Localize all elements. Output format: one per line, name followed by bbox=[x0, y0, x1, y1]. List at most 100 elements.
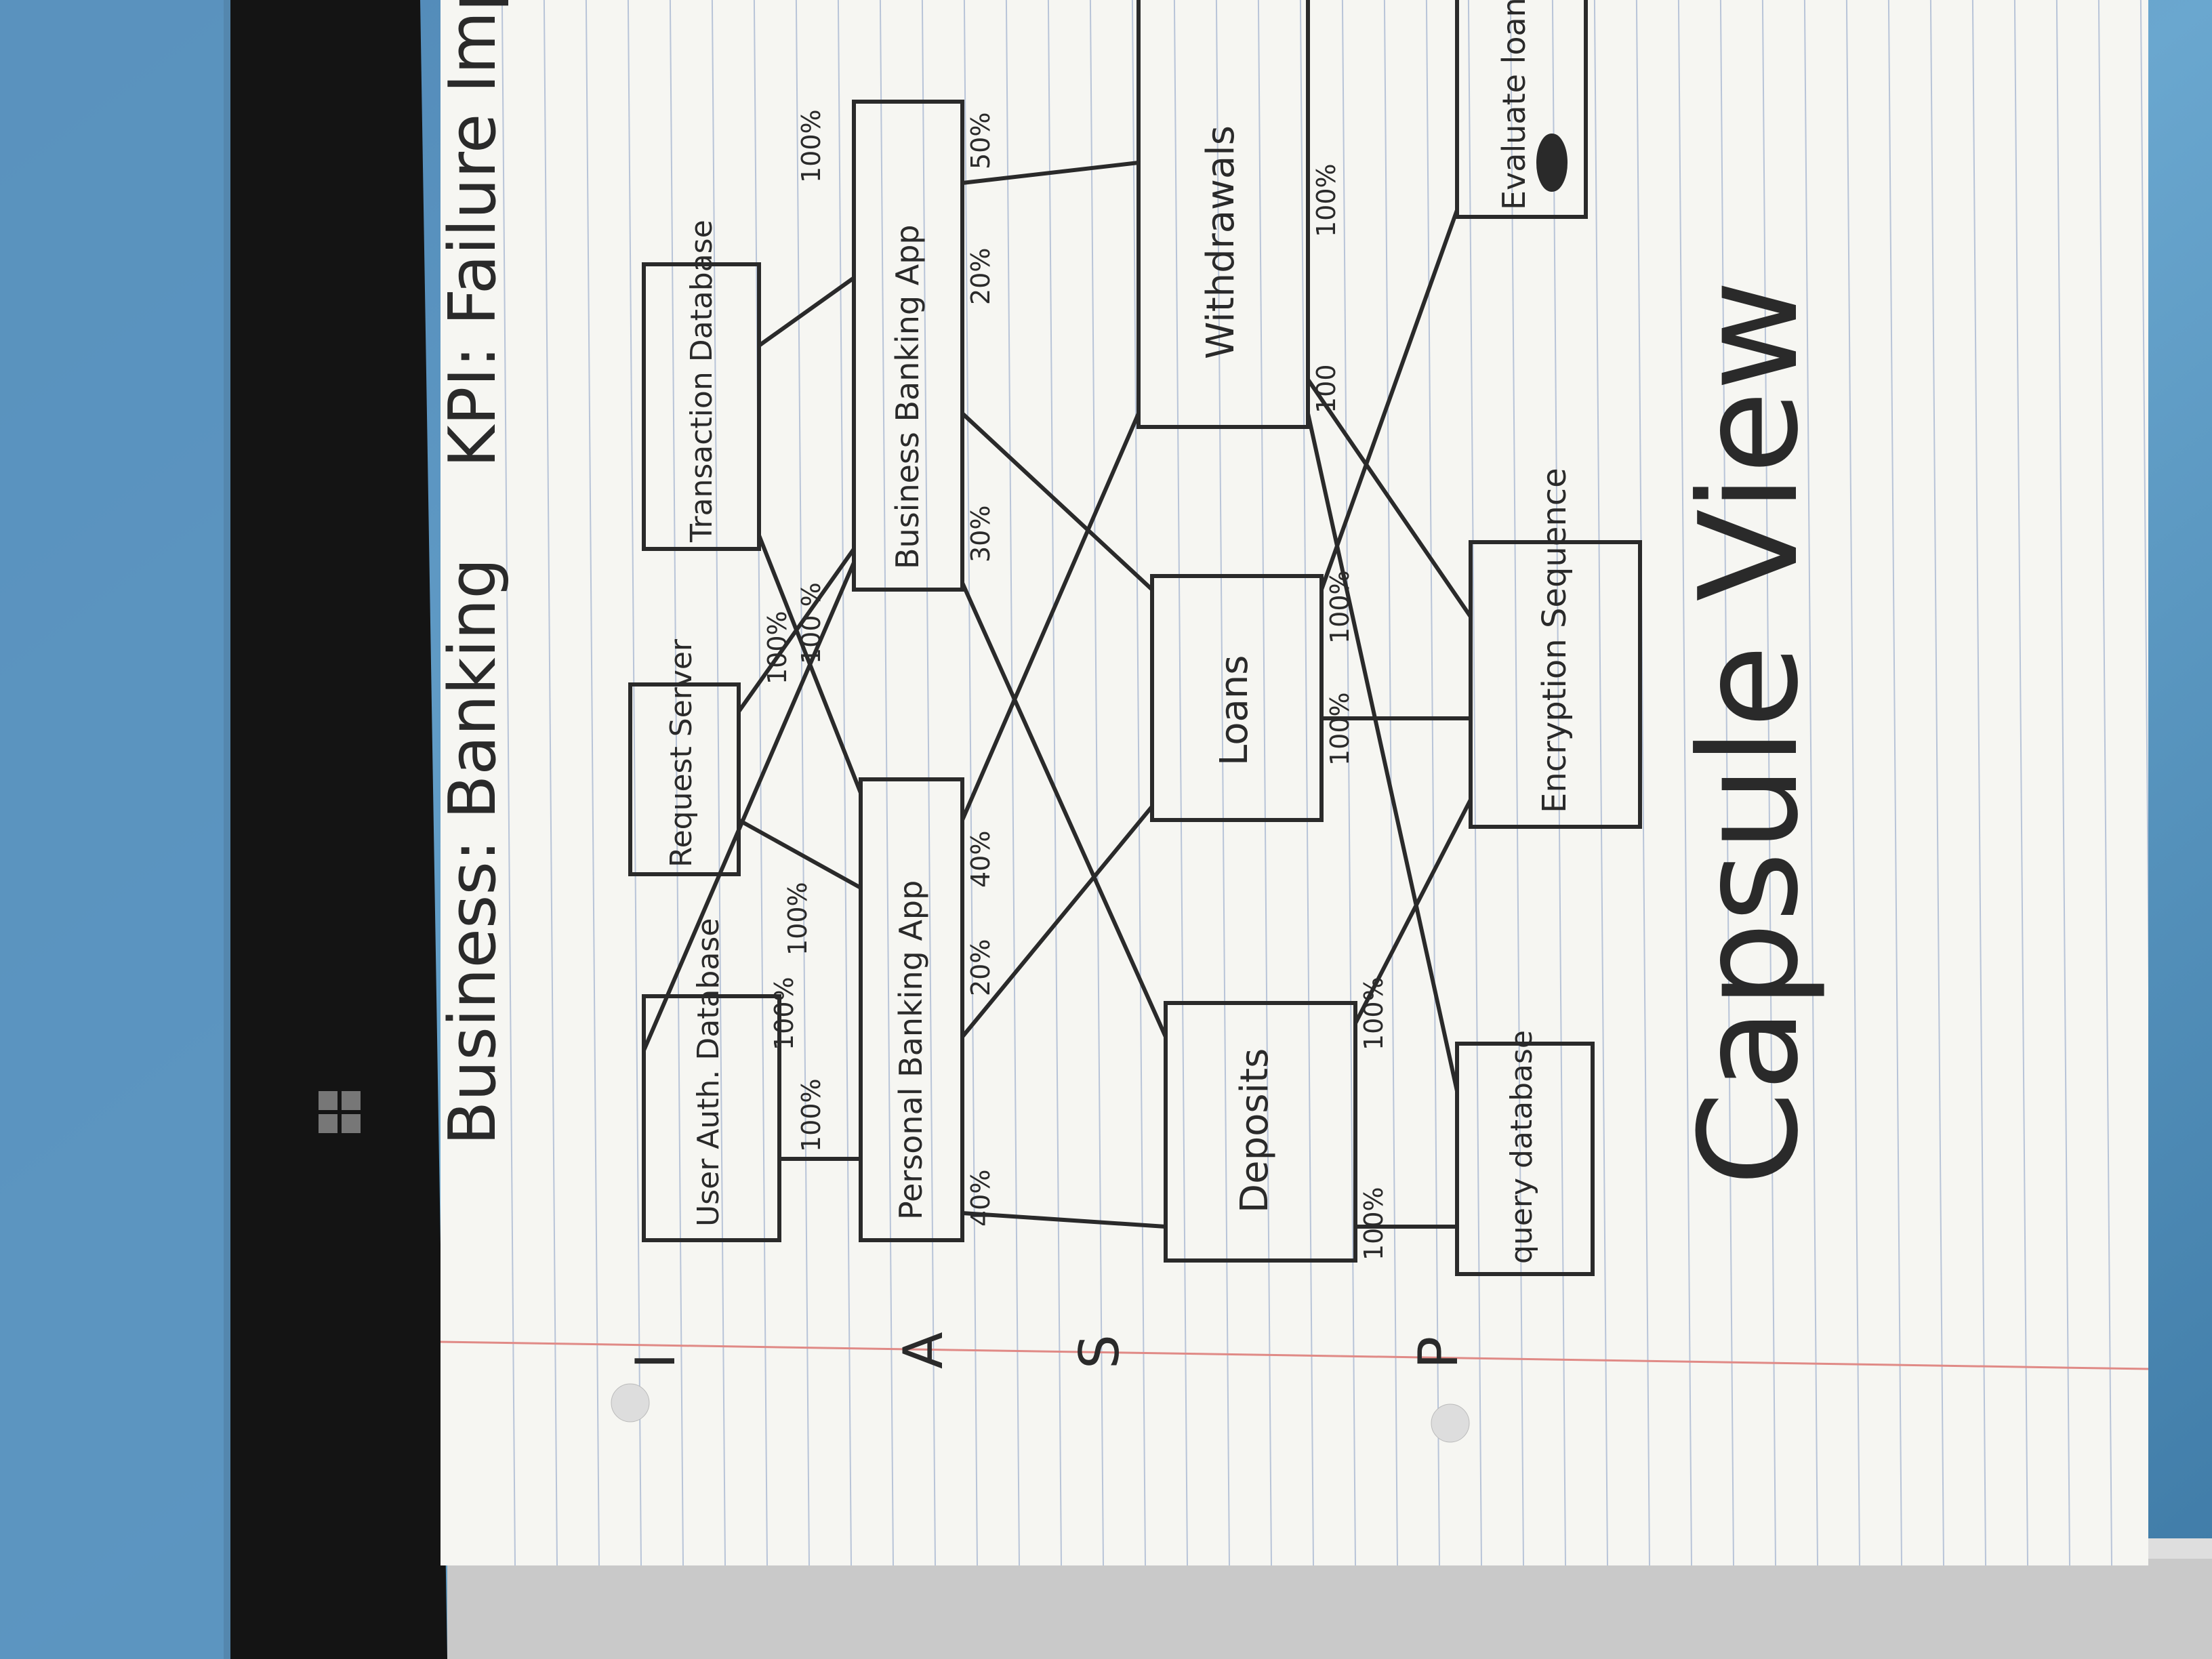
notebook-page-svg: Business: Banking KPI: Failure Impact I … bbox=[436, 0, 2154, 1566]
node-personal-app bbox=[859, 777, 964, 1242]
tablet-bezel bbox=[224, 0, 447, 1659]
node-personal-app-label: Personal Banking App bbox=[893, 880, 929, 1220]
ruled-line bbox=[627, 0, 642, 1566]
margin-line bbox=[440, 1340, 2149, 1370]
node-transaction-db bbox=[642, 262, 761, 551]
node-query-db bbox=[1455, 1042, 1595, 1276]
node-deposits bbox=[1164, 1001, 1357, 1263]
ruled-line bbox=[1929, 0, 1944, 1566]
ruled-line bbox=[1551, 0, 1566, 1566]
diagram-title: Business: Banking bbox=[441, 558, 510, 1145]
ruled-line bbox=[837, 0, 852, 1566]
ruled-line bbox=[1131, 0, 1146, 1566]
ruled-line bbox=[2097, 0, 2112, 1566]
edge-td-bba bbox=[757, 276, 856, 348]
ruled-line bbox=[1257, 0, 1272, 1566]
ruled-line bbox=[1089, 0, 1104, 1566]
edge-label: 40% bbox=[966, 831, 996, 888]
ruled-line bbox=[1425, 0, 1440, 1566]
ruled-line bbox=[2013, 0, 2028, 1566]
edge-label: 100% bbox=[796, 1078, 826, 1152]
layer-label-s: S bbox=[1068, 1334, 1131, 1369]
node-encryption-label: Encryption Sequence bbox=[1536, 468, 1574, 813]
ruled-line bbox=[795, 0, 810, 1566]
edge-enc-wd bbox=[1306, 377, 1473, 619]
node-request-server-label: Request Server bbox=[664, 638, 699, 867]
layer-label-p: P bbox=[1407, 1336, 1470, 1369]
node-withdrawals bbox=[1136, 0, 1310, 429]
ruled-line bbox=[1509, 0, 1524, 1566]
edge-label: 100% bbox=[1359, 977, 1389, 1050]
ruled-line bbox=[1887, 0, 1902, 1566]
edge-label: 100% bbox=[1325, 692, 1355, 766]
node-loans-label: Loans bbox=[1212, 655, 1256, 766]
edge-label: 100 % bbox=[796, 582, 826, 664]
ruled-line bbox=[501, 0, 516, 1566]
edge-uad-bba bbox=[642, 560, 856, 1052]
ruled-line bbox=[879, 0, 894, 1566]
node-withdrawals-label: Withdrawals bbox=[1199, 125, 1243, 359]
edge-wd-pba bbox=[960, 411, 1141, 822]
ruled-lines bbox=[501, 0, 2154, 1566]
ruled-line bbox=[543, 0, 558, 1566]
node-transaction-db-label: Transaction Database bbox=[684, 220, 719, 543]
binder-holes bbox=[611, 1383, 1470, 1443]
ruled-line bbox=[2139, 0, 2154, 1566]
edge-qdb-wd bbox=[1306, 411, 1459, 1093]
ruled-line bbox=[1047, 0, 1062, 1566]
ruled-line bbox=[711, 0, 726, 1566]
ruled-line bbox=[669, 0, 684, 1566]
node-request-server bbox=[628, 682, 741, 876]
edge-dep-bba bbox=[960, 581, 1168, 1039]
ruled-line bbox=[1383, 0, 1398, 1566]
node-evaluate-loans bbox=[1455, 0, 1588, 219]
node-user-auth-db-label: User Auth. Database bbox=[691, 918, 726, 1227]
edge-label: 100 bbox=[1311, 364, 1341, 413]
edge-label: 100% bbox=[1359, 1187, 1389, 1261]
node-query-db-label: query database bbox=[1504, 1030, 1539, 1264]
edge-rs-pba bbox=[737, 818, 863, 890]
layer-label-i: I bbox=[624, 1353, 687, 1369]
node-loans bbox=[1150, 574, 1324, 822]
node-deposits-label: Deposits bbox=[1233, 1048, 1277, 1213]
ruled-line bbox=[963, 0, 978, 1566]
windows-logo-icon bbox=[319, 1091, 361, 1133]
node-business-app bbox=[852, 100, 964, 592]
edge-label: 100% bbox=[762, 611, 792, 684]
ruled-line bbox=[921, 0, 936, 1566]
edge-eval-loans bbox=[1319, 208, 1459, 592]
ruled-line bbox=[1467, 0, 1482, 1566]
ruled-line bbox=[2055, 0, 2070, 1566]
ruled-line bbox=[1803, 0, 1818, 1566]
ruled-line bbox=[1173, 0, 1188, 1566]
edge-label: 100% bbox=[796, 109, 826, 183]
ruled-line bbox=[1005, 0, 1020, 1566]
ruled-line bbox=[1341, 0, 1356, 1566]
ruled-line bbox=[1299, 0, 1314, 1566]
ruled-line bbox=[1845, 0, 1860, 1566]
edge-td-pba bbox=[757, 533, 863, 795]
edge-enc-dep bbox=[1353, 798, 1473, 1025]
edge-label: 20% bbox=[966, 939, 996, 996]
edge-loans-pba bbox=[960, 804, 1154, 1039]
scribble-icon bbox=[1536, 134, 1568, 192]
node-business-app-label: Business Banking App bbox=[889, 224, 926, 569]
edge-label: 100% bbox=[783, 882, 813, 956]
ruled-line bbox=[1635, 0, 1650, 1566]
ruled-line bbox=[1719, 0, 1734, 1566]
edge-wd-bba bbox=[960, 161, 1141, 185]
ruled-line bbox=[1761, 0, 1776, 1566]
ruled-line bbox=[1971, 0, 1986, 1566]
node-evaluate-loans-label: Evaluate loans bbox=[1496, 0, 1532, 210]
notebook-page: Business: Banking KPI: Failure Impact I … bbox=[436, 0, 2154, 1566]
edge-label: 100% bbox=[1325, 570, 1355, 644]
kpi-label: KPI: Failure Impact bbox=[441, 0, 510, 468]
edge-label: 30% bbox=[966, 506, 996, 562]
edge-label: 100% bbox=[769, 977, 799, 1050]
node-encryption bbox=[1469, 540, 1642, 829]
edge-dep-pba bbox=[960, 1211, 1168, 1229]
edge-label: 20% bbox=[966, 248, 996, 305]
edge-label: 40% bbox=[966, 1170, 996, 1227]
ruled-line bbox=[1215, 0, 1230, 1566]
